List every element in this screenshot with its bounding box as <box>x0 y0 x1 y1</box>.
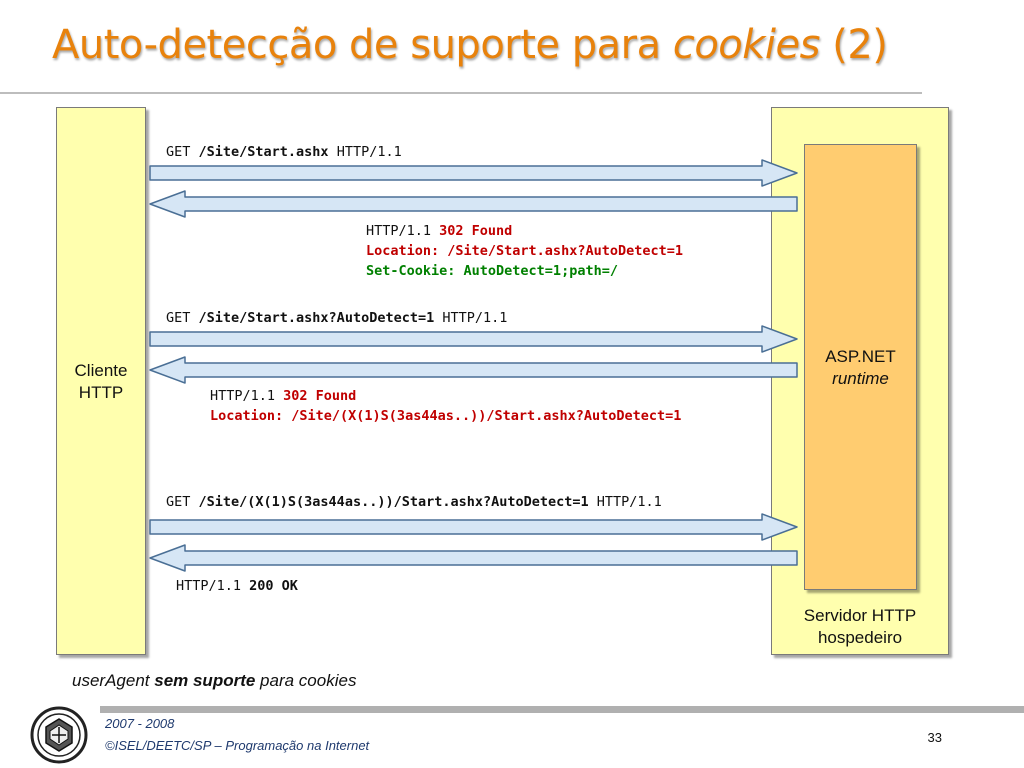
request-arrow-3 <box>149 513 798 541</box>
server-label: Servidor HTTP hospedeiro <box>803 606 917 647</box>
request-3-text: GET /Site/(X(1)S(3as44as..))/Start.ashx?… <box>166 494 662 510</box>
response-3-text: HTTP/1.1 200 OK <box>176 578 298 594</box>
request-1-text: GET /Site/Start.ashx HTTP/1.1 <box>166 144 402 160</box>
response-1-location: Location: /Site/Start.ashx?AutoDetect=1 <box>366 243 683 259</box>
asp-label: ASP.NET runtime <box>825 347 896 388</box>
response-1-cookie: Set-Cookie: AutoDetect=1;path=/ <box>366 263 618 279</box>
footer-years: 2007 - 2008 <box>105 716 175 731</box>
response-arrow-1 <box>149 190 798 218</box>
footer-bar <box>100 706 1024 713</box>
title-suffix: (2) <box>820 22 888 68</box>
response-2-location: Location: /Site/(X(1)S(3as44as..))/Start… <box>210 408 682 424</box>
client-box <box>56 107 146 655</box>
response-2-text: HTTP/1.1 302 Found Location: /Site/(X(1)… <box>210 388 682 424</box>
page-number: 33 <box>927 730 942 745</box>
request-arrow-2 <box>149 325 798 353</box>
response-arrow-3 <box>149 544 798 572</box>
request-arrow-1 <box>149 159 798 187</box>
asp-runtime-box <box>804 144 917 590</box>
response-1-text: HTTP/1.1 302 Found Location: /Site/Start… <box>366 223 683 279</box>
client-label: Cliente HTTP <box>74 361 128 402</box>
title-divider <box>0 92 922 94</box>
caption: userAgent sem suporte para cookies <box>72 671 357 690</box>
response-arrow-2 <box>149 356 798 384</box>
title-italic: cookies <box>672 22 821 68</box>
isel-logo-icon <box>30 706 88 764</box>
slide-title: Auto-detecção de suporte para cookies (2… <box>52 22 888 68</box>
footer-credit: ©ISEL/DEETC/SP – Programação na Internet <box>105 738 370 753</box>
title-main: Auto-detecção de suporte para <box>52 22 673 68</box>
request-2-text: GET /Site/Start.ashx?AutoDetect=1 HTTP/1… <box>166 310 508 326</box>
